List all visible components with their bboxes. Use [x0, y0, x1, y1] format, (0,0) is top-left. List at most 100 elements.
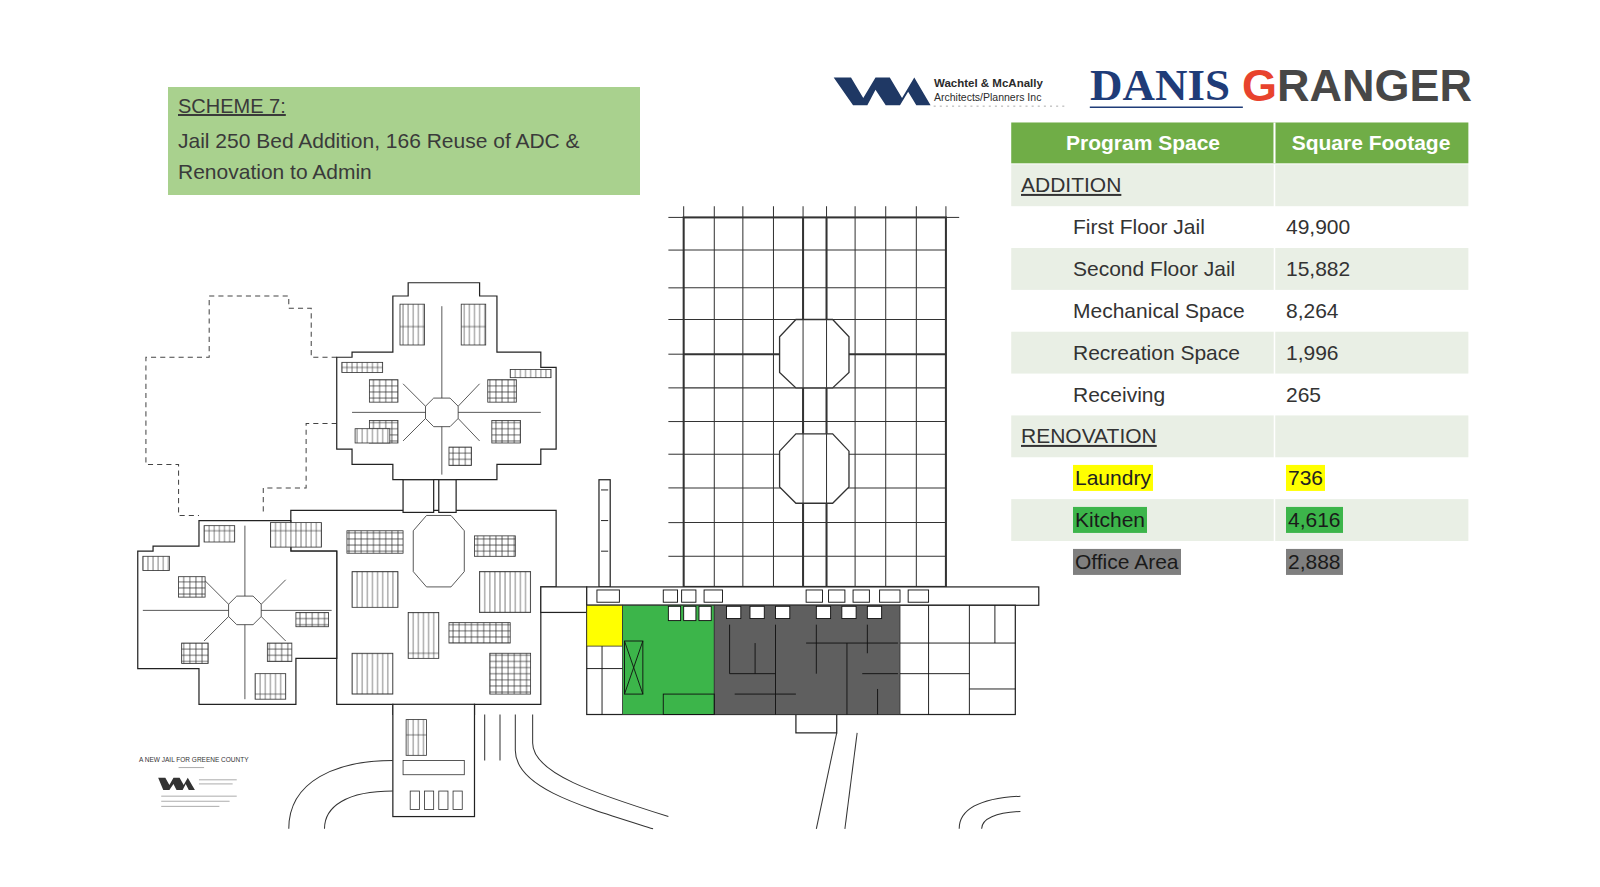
- plan-line: [244, 625, 245, 700]
- plan-line: [263, 424, 336, 516]
- plan-line: [204, 526, 235, 542]
- plan-line: [146, 296, 337, 515]
- plan-line: [624, 641, 642, 694]
- plan-line: [969, 688, 1015, 689]
- plan-line: [826, 319, 827, 387]
- table-cell: First Floor Jail: [1073, 215, 1205, 239]
- plan-line: [1011, 499, 1468, 541]
- table-value: 2,888: [1286, 549, 1343, 575]
- plan-line: [934, 106, 1065, 107]
- plan-line: [668, 250, 683, 251]
- table-cell: Receiving: [1073, 383, 1165, 407]
- plan-line: [403, 760, 464, 774]
- plan-line: [727, 606, 741, 618]
- plan-line: [424, 791, 433, 809]
- plan-line: [755, 643, 756, 674]
- plan-line: [347, 531, 403, 553]
- table-value: 49,900: [1286, 215, 1350, 239]
- plan-line: [684, 522, 946, 523]
- plan-line: [158, 778, 195, 790]
- plan-line: [1011, 332, 1468, 374]
- plan-line: [403, 384, 425, 406]
- plan-line: [199, 783, 233, 784]
- plan-line: [806, 643, 898, 644]
- plan-line: [199, 779, 237, 780]
- plan-line: [826, 206, 827, 217]
- plan-line: [161, 806, 219, 807]
- plan-line: [601, 551, 608, 552]
- table-section: ADDITION: [1021, 173, 1121, 197]
- plan-line: [488, 380, 517, 402]
- table-cell: Mechanical Space: [1073, 299, 1245, 323]
- plan-line: [780, 434, 849, 503]
- plan-line: [946, 217, 959, 218]
- plan-line: [750, 606, 764, 618]
- plan-line: [900, 673, 969, 674]
- admin-interior: [587, 490, 1016, 715]
- plan-line: [908, 590, 928, 602]
- plan-line: [684, 250, 946, 251]
- plan-line: [461, 304, 485, 345]
- plan-line: [867, 606, 881, 618]
- plan-line: [587, 587, 1039, 605]
- table-value: 736: [1286, 465, 1325, 491]
- plan-line: [161, 796, 237, 797]
- plan-line: [182, 643, 209, 663]
- sheet-caption: A NEW JAIL FOR GREENE COUNTY: [139, 756, 249, 763]
- plan-line: [816, 606, 830, 618]
- plan-line: [735, 694, 796, 695]
- addition-building: [668, 206, 959, 587]
- plan-line: [842, 606, 856, 618]
- plan-line: [624, 641, 642, 694]
- plan-line: [853, 590, 869, 602]
- jail-interior: [143, 304, 551, 809]
- table-cell: Kitchen: [1073, 507, 1147, 533]
- plan-line: [510, 369, 551, 377]
- plan-line: [945, 206, 946, 217]
- plan-line: [803, 319, 804, 387]
- plan-line: [663, 694, 714, 714]
- plan-line: [143, 610, 229, 611]
- plan-line: [441, 427, 442, 475]
- plan-line: [261, 617, 285, 641]
- existing-jail: [138, 283, 587, 817]
- plan-line: [449, 623, 510, 643]
- table-value: 1,996: [1286, 341, 1339, 365]
- firm-name: Wachtel & McAnally: [934, 77, 1043, 90]
- table-header: Square Footage: [1292, 131, 1451, 155]
- plan-line: [587, 668, 623, 669]
- plan-line: [400, 304, 424, 345]
- plan-line: [403, 480, 434, 513]
- plan-line: [683, 206, 684, 217]
- plan-line: [668, 522, 683, 523]
- plan-line: [1273, 122, 1275, 163]
- plan-line: [880, 590, 900, 602]
- plan-line: [355, 429, 390, 443]
- sheet-logo: [158, 768, 237, 807]
- plan-line: [587, 605, 623, 646]
- plan-line: [994, 605, 995, 643]
- plan-line: [855, 217, 856, 586]
- plan-line: [668, 217, 683, 218]
- plan-line: [684, 556, 946, 557]
- plan-line: [324, 791, 392, 829]
- table-value: 4,616: [1286, 507, 1343, 533]
- plan-line: [684, 287, 946, 288]
- plan-line: [775, 625, 776, 715]
- plan-line: [541, 587, 587, 613]
- table-value: 265: [1286, 383, 1321, 407]
- plan-line: [410, 791, 419, 809]
- plan-line: [413, 515, 464, 586]
- plan-line: [474, 536, 515, 556]
- plan-line: [204, 617, 228, 641]
- plan-line: [499, 714, 500, 760]
- plan-line: [829, 590, 845, 602]
- table-background: [1011, 122, 1468, 582]
- plan-line: [867, 625, 868, 654]
- plan-line: [803, 206, 804, 217]
- plan-line: [796, 714, 837, 732]
- plan-line: [802, 217, 804, 586]
- plan-line: [668, 421, 683, 422]
- plan-line: [490, 653, 531, 694]
